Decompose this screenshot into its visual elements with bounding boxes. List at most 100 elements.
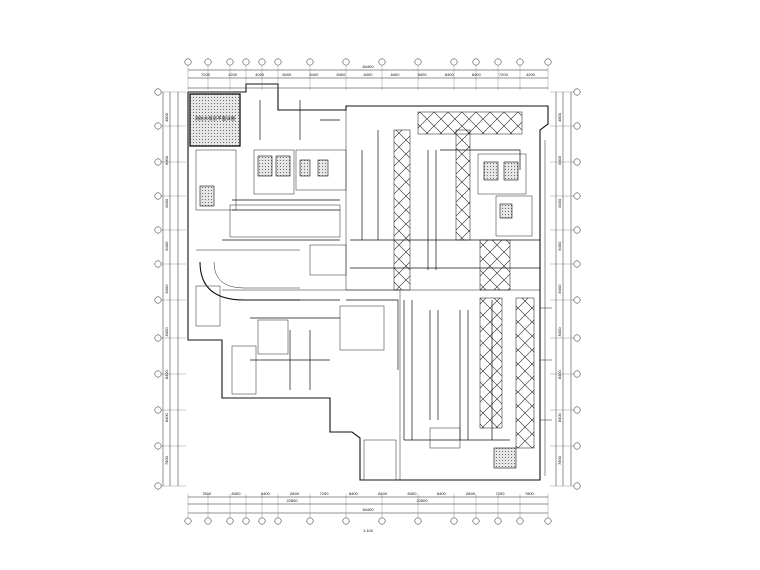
grid-bubble-left bbox=[154, 406, 162, 414]
top-dimension-text: 8400 bbox=[364, 72, 374, 77]
grid-bubble-left bbox=[154, 334, 162, 342]
grid-bubble-left bbox=[154, 482, 162, 490]
vehicle-ramp bbox=[196, 249, 300, 301]
structural-grid-lines bbox=[161, 66, 574, 517]
grid-bubble-bottom bbox=[450, 517, 458, 525]
east-boundary-details bbox=[540, 140, 552, 476]
grid-bubble-left bbox=[154, 88, 162, 96]
grid-bubble-top bbox=[184, 58, 192, 66]
grid-bubble-bottom bbox=[306, 517, 314, 525]
grid-bubble-top bbox=[494, 58, 502, 66]
top-dimension-text: 8400 bbox=[282, 72, 292, 77]
bottom-dim-right: 22800 bbox=[416, 498, 428, 503]
grid-bubble-right bbox=[573, 226, 581, 234]
bottom-dimension-text: 6400 bbox=[261, 491, 271, 496]
bottom-dimension-text: 8400 bbox=[290, 491, 300, 496]
grid-bubble-top bbox=[226, 58, 234, 66]
right-dimension-text: 4800 bbox=[557, 112, 562, 122]
right-dimension-text: 8400 bbox=[557, 412, 562, 422]
hatched-shafts bbox=[393, 111, 535, 449]
grid-bubble-right bbox=[573, 406, 581, 414]
grid-bubble-right bbox=[573, 370, 581, 378]
left-dimension-text: 7800 bbox=[164, 455, 169, 465]
pump-room-label: 消防水泵房平面详图 bbox=[195, 115, 236, 122]
grid-bubble-bottom bbox=[494, 517, 502, 525]
grid-bubble-right bbox=[573, 122, 581, 130]
bottom-dimension-text: 8400 bbox=[408, 491, 418, 496]
bottom-dimension-text: 7800 bbox=[525, 491, 535, 496]
right-dimension-text: 7800 bbox=[557, 455, 562, 465]
dimension-texts: 7200 4200 4000 8400 8400 8400 8400 8400 8400 8400… bbox=[164, 72, 562, 496]
left-dimension-text: 8400 bbox=[164, 241, 169, 251]
top-overall-dimension: 84400 bbox=[362, 64, 374, 69]
grid-bubble-top bbox=[258, 58, 266, 66]
top-dimension-text: 8400 bbox=[445, 72, 455, 77]
grid-bubble-left bbox=[154, 158, 162, 166]
top-dimension-text: 7200 bbox=[201, 72, 211, 77]
grid-bubble-left bbox=[154, 260, 162, 268]
top-dimension-text: 8400 bbox=[418, 72, 428, 77]
grid-bubble-bottom bbox=[184, 517, 192, 525]
bottom-dimension-text: 7200 bbox=[496, 491, 506, 496]
left-dimension-text: 4800 bbox=[164, 112, 169, 122]
grid-bubble-left bbox=[154, 442, 162, 450]
grid-bubble-bottom bbox=[516, 517, 524, 525]
grid-bubble-right bbox=[573, 158, 581, 166]
grid-bubble-bottom bbox=[378, 517, 386, 525]
grid-bubble-left bbox=[154, 122, 162, 130]
grid-bubble-right bbox=[573, 260, 581, 268]
top-dimension-text: 4200 bbox=[228, 72, 238, 77]
top-dimension-text: 8400 bbox=[391, 72, 401, 77]
grid-bubble-right bbox=[573, 88, 581, 96]
bottom-dimension-text: 8400 bbox=[378, 491, 388, 496]
grid-bubble-bottom bbox=[242, 517, 250, 525]
grid-bubble-left bbox=[154, 296, 162, 304]
bottom-dimension-text: 7800 bbox=[202, 491, 212, 496]
grid-bubble-top bbox=[204, 58, 212, 66]
bottom-dimension-chain: 22800 22800 84400 1:100 bbox=[188, 496, 548, 533]
grid-bubble-right bbox=[573, 296, 581, 304]
grid-bubble-top bbox=[342, 58, 350, 66]
scale-label: 1:100 bbox=[363, 528, 374, 533]
grid-bubble-left bbox=[154, 370, 162, 378]
bottom-dimension-text: 8400 bbox=[349, 491, 359, 496]
left-dimension-text: 8400 bbox=[164, 370, 169, 380]
fire-pump-room: 消防水泵房平面详图 bbox=[189, 93, 241, 147]
bottom-dimension-text: 8400 bbox=[437, 491, 447, 496]
left-dimension-text: 8400 bbox=[164, 327, 169, 337]
right-dimension-text: 8400 bbox=[557, 198, 562, 208]
right-dimension-text: 8400 bbox=[557, 327, 562, 337]
grid-bubble-top bbox=[274, 58, 282, 66]
duct-network bbox=[222, 100, 540, 441]
grid-bubble-top bbox=[450, 58, 458, 66]
grid-bubble-left bbox=[154, 192, 162, 200]
top-dimension-text: 4200 bbox=[526, 72, 536, 77]
bottom-dimension-text: 8400 bbox=[466, 491, 476, 496]
grid-bubble-top bbox=[472, 58, 480, 66]
right-dimension-text: 8400 bbox=[557, 284, 562, 294]
top-dimension-text: 8400 bbox=[336, 72, 346, 77]
top-dimension-text: 7200 bbox=[499, 72, 509, 77]
grid-bubble-top bbox=[544, 58, 552, 66]
left-dimension-text: 8400 bbox=[164, 198, 169, 208]
grid-bubble-bottom bbox=[274, 517, 282, 525]
bottom-dimension-text: 8400 bbox=[232, 491, 242, 496]
grid-bubble-bottom bbox=[226, 517, 234, 525]
bottom-dim-left: 22800 bbox=[286, 498, 298, 503]
grid-bubble-left bbox=[154, 226, 162, 234]
left-dimension-text: 8400 bbox=[164, 155, 169, 165]
grid-bubble-right bbox=[573, 442, 581, 450]
grid-bubble-top bbox=[378, 58, 386, 66]
bottom-dimension-text: 7200 bbox=[320, 491, 330, 496]
top-dimension-text: 4000 bbox=[255, 72, 265, 77]
grid-bubble-top bbox=[242, 58, 250, 66]
grid-bubble-bottom bbox=[544, 517, 552, 525]
right-dimension-text: 8400 bbox=[557, 370, 562, 380]
grid-bubble-top bbox=[306, 58, 314, 66]
grid-bubble-bottom bbox=[414, 517, 422, 525]
grid-bubble-bottom bbox=[342, 517, 350, 525]
left-dimension-text: 8400 bbox=[164, 412, 169, 422]
grid-bubble-bottom bbox=[472, 517, 480, 525]
bottom-overall-dimension: 84400 bbox=[362, 507, 374, 512]
grid-bubble-bottom bbox=[204, 517, 212, 525]
